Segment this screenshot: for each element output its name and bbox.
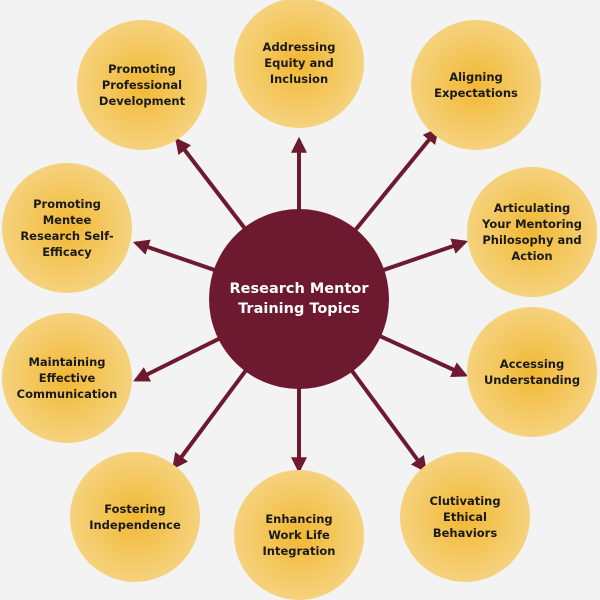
center-title-line2: Training Topics [238, 301, 360, 317]
topic-cultivating-ethical-behaviors: Clutivating Ethical Behaviors [400, 452, 530, 582]
topic-label: Promoting Mentee Research Self-Efficacy [20, 197, 114, 259]
topic-articulating-philosophy: Articulating Your Mentoring Philosophy a… [467, 167, 597, 297]
topic-accessing-understanding: Accessing Understanding [467, 307, 597, 437]
topic-label: Accessing Understanding [483, 357, 581, 387]
topic-label: Clutivating Ethical Behaviors [429, 494, 501, 540]
topic-aligning-expectations: Aligning Expectations [411, 20, 541, 150]
topic-label: Articulating Your Mentoring Philosophy a… [482, 201, 582, 263]
center-title-line1: Research Mentor [229, 281, 369, 297]
topic-addressing-equity: Addressing Equity and Inclusion [234, 0, 364, 128]
topic-label: Fostering Independence [89, 502, 181, 532]
topic-maintaining-communication: Maintaining Effective Communication [2, 313, 132, 443]
topic-promoting-professional-development: Promoting Professional Development [77, 20, 207, 150]
topic-label: Promoting Professional Development [98, 62, 186, 108]
topic-label: Addressing Equity and Inclusion [262, 40, 336, 86]
topic-label: Aligning Expectations [434, 70, 518, 100]
topic-promoting-self-efficacy: Promoting Mentee Research Self-Efficacy [2, 163, 132, 293]
topic-fostering-independence: Fostering Independence [70, 452, 200, 582]
topic-label: Maintaining Effective Communication [16, 355, 118, 401]
topic-label: Enhancing Work Life Integration [262, 512, 336, 558]
topic-enhancing-work-life: Enhancing Work Life Integration [234, 470, 364, 600]
